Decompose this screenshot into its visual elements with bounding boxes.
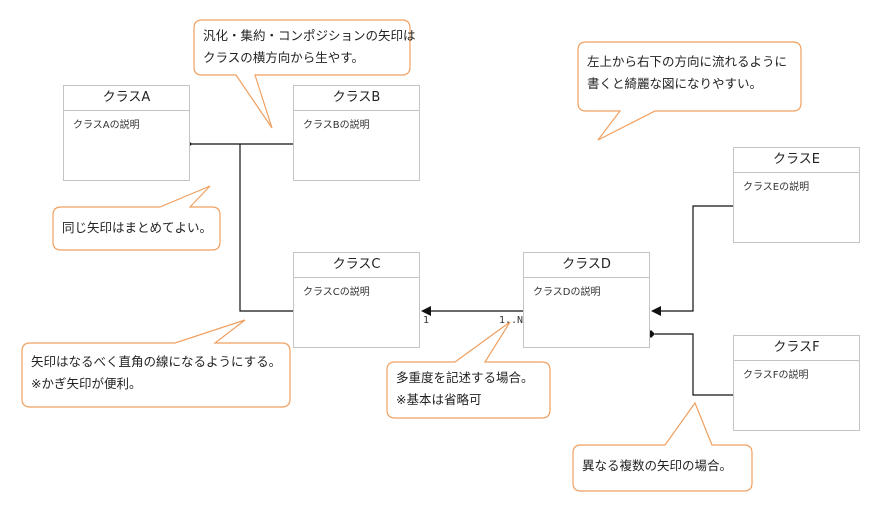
callout-n2	[577, 41, 802, 141]
class-desc: クラスFの説明	[743, 370, 809, 381]
connector-f-to-d	[655, 333, 734, 396]
connector-e-to-d	[661, 205, 734, 312]
note-line: 矢印はなるべく直角の線になるようにする。	[31, 354, 282, 369]
callout-n3	[52, 185, 221, 251]
class-title: クラスE	[734, 148, 859, 173]
note-line: 多重度を記述する場合。	[396, 370, 534, 385]
note-merge-arrows: 同じ矢印はまとめてよい。	[53, 207, 221, 244]
connector-c-to-a	[239, 144, 293, 312]
note-line: クラスの横方向から生やす。	[203, 50, 365, 65]
note-line: 異なる複数の矢印の場合。	[582, 458, 733, 473]
arrowhead-left-icon	[421, 306, 431, 316]
class-e[interactable]: クラスE クラスEの説明	[733, 147, 860, 243]
class-title: クラスC	[294, 253, 419, 278]
note-line: ※基本は省略可	[396, 392, 482, 407]
class-desc: クラスAの説明	[73, 120, 140, 131]
multiplicity-near-d: 1..N	[499, 315, 524, 326]
arrowhead-left-icon	[651, 306, 661, 316]
class-c[interactable]: クラスC クラスCの説明	[293, 252, 420, 348]
note-line: 汎化・集約・コンポジションの矢印は	[203, 28, 416, 43]
class-desc: クラスDの説明	[533, 287, 601, 298]
note-multiple-arrows: 異なる複数の矢印の場合。	[573, 445, 741, 482]
callout-n5	[386, 321, 551, 419]
callout-n4	[21, 319, 291, 408]
note-right-angle: 矢印はなるべく直角の線になるようにする。 ※かぎ矢印が便利。	[22, 343, 290, 400]
multiplicity-near-c: 1	[423, 315, 430, 326]
class-b[interactable]: クラスB クラスBの説明	[293, 85, 420, 181]
class-title: クラスD	[524, 253, 649, 278]
note-generalization: 汎化・集約・コンポジションの矢印は クラスの横方向から生やす。	[194, 20, 425, 74]
note-line: ※かぎ矢印が便利。	[31, 376, 142, 391]
class-a[interactable]: クラスA クラスAの説明	[63, 85, 190, 181]
class-f[interactable]: クラスF クラスFの説明	[733, 335, 860, 431]
callout-n6	[572, 401, 753, 492]
note-line: 書くと綺麗な図になりやすい。	[587, 76, 763, 91]
note-multiplicity: 多重度を記述する場合。 ※基本は省略可	[387, 362, 543, 416]
note-line: 左上から右下の方向に流れるように	[587, 54, 788, 69]
note-flow-direction: 左上から右下の方向に流れるように 書くと綺麗な図になりやすい。	[578, 42, 796, 100]
class-d[interactable]: クラスD クラスDの説明	[523, 252, 650, 348]
class-desc: クラスBの説明	[303, 120, 370, 131]
class-title: クラスA	[64, 86, 189, 111]
class-title: クラスF	[734, 336, 859, 361]
note-line: 同じ矢印はまとめてよい。	[62, 220, 213, 235]
class-desc: クラスEの説明	[743, 182, 810, 193]
class-desc: クラスCの説明	[303, 287, 370, 298]
callout-n1	[193, 19, 411, 129]
class-title: クラスB	[294, 86, 419, 111]
